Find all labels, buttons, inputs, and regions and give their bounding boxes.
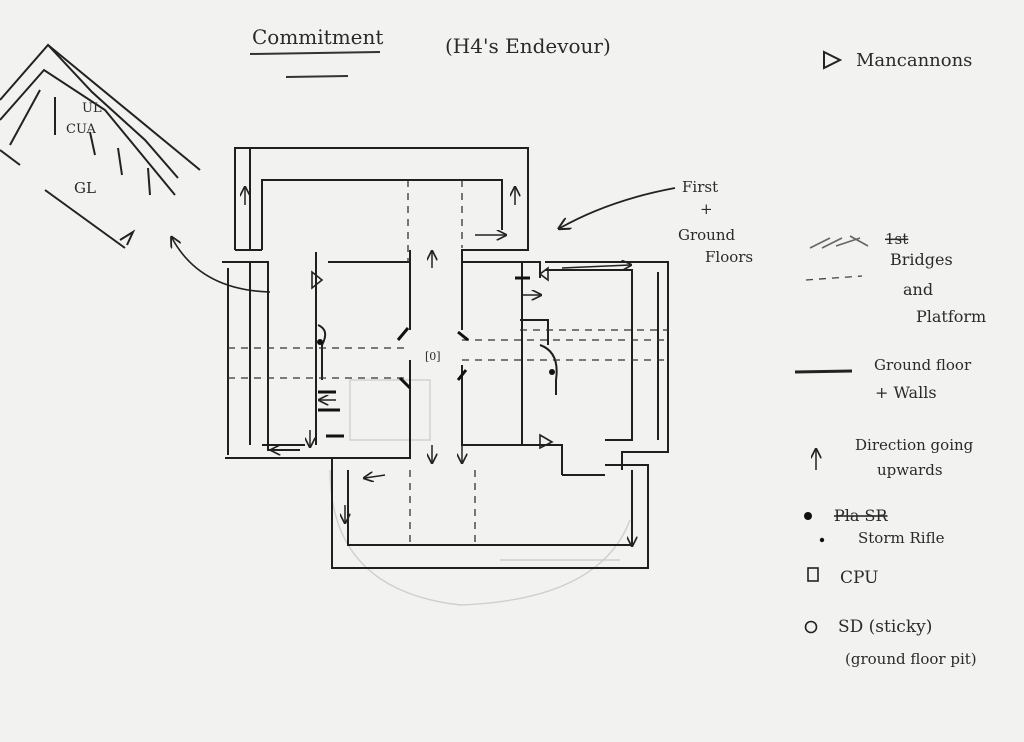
legend-upwards: upwards [877, 461, 943, 479]
bridge-legend-line [805, 275, 863, 281]
legend-cpu: CPU [840, 568, 878, 588]
storm-rifle-dot [549, 369, 555, 375]
annotation-line-4: Floors [705, 248, 753, 266]
cpu-legend-icon [807, 567, 819, 582]
title-underline-1 [249, 51, 381, 55]
side-label-gl: GL [74, 179, 96, 197]
annotation-line-2: + [700, 200, 713, 218]
legend-direction: Direction going [855, 436, 974, 454]
legend: Mancannons 1st Bridges and Platform Grou… [794, 50, 986, 668]
legend-ground: Ground floor [874, 356, 972, 374]
annotation-line-3: Ground [678, 226, 736, 244]
faint-watermark [329, 379, 631, 606]
legend-sr-struck: Pla SR [834, 506, 888, 525]
legend-storm: Storm Rifle [858, 529, 945, 547]
bridge-struck-icon [809, 235, 869, 249]
annotation-arrow [560, 187, 676, 228]
legend-bridges-and: and [903, 280, 933, 299]
legend-mancannons: Mancannons [856, 50, 972, 71]
storm-rifle-dot [317, 339, 323, 345]
legend-walls: + Walls [875, 383, 937, 402]
map-mancannons [311, 266, 554, 450]
sd-legend-icon [804, 620, 818, 634]
title-underline-2 [285, 75, 349, 78]
direction-arrows [245, 188, 632, 545]
sideview-pointer-arrow [172, 238, 271, 293]
map-subtitle: (H4's Endevour) [445, 34, 611, 58]
legend-platform: Platform [916, 307, 986, 326]
side-label-ul: UL [82, 101, 102, 116]
mancannon-legend-icon [823, 50, 843, 70]
legend-bridges: Bridges [890, 250, 953, 269]
map-floor-plan [222, 147, 669, 569]
ramps [318, 276, 530, 438]
legend-sd: SD (sticky) [838, 617, 932, 637]
sr-legend-dot [804, 512, 812, 520]
map-title: Commitment [252, 25, 383, 49]
side-view-diagram [0, 43, 201, 249]
ground-legend-line [794, 369, 853, 374]
storm-legend-dot [819, 537, 825, 543]
side-label-cua: CUA [66, 122, 97, 137]
cpu-marker: [0] [425, 350, 441, 363]
legend-sd-note: (ground floor pit) [845, 650, 977, 668]
bridges-dashed [228, 180, 668, 545]
annotation-line-1: First [682, 178, 718, 196]
legend-bridges-struck: 1st [885, 230, 908, 248]
